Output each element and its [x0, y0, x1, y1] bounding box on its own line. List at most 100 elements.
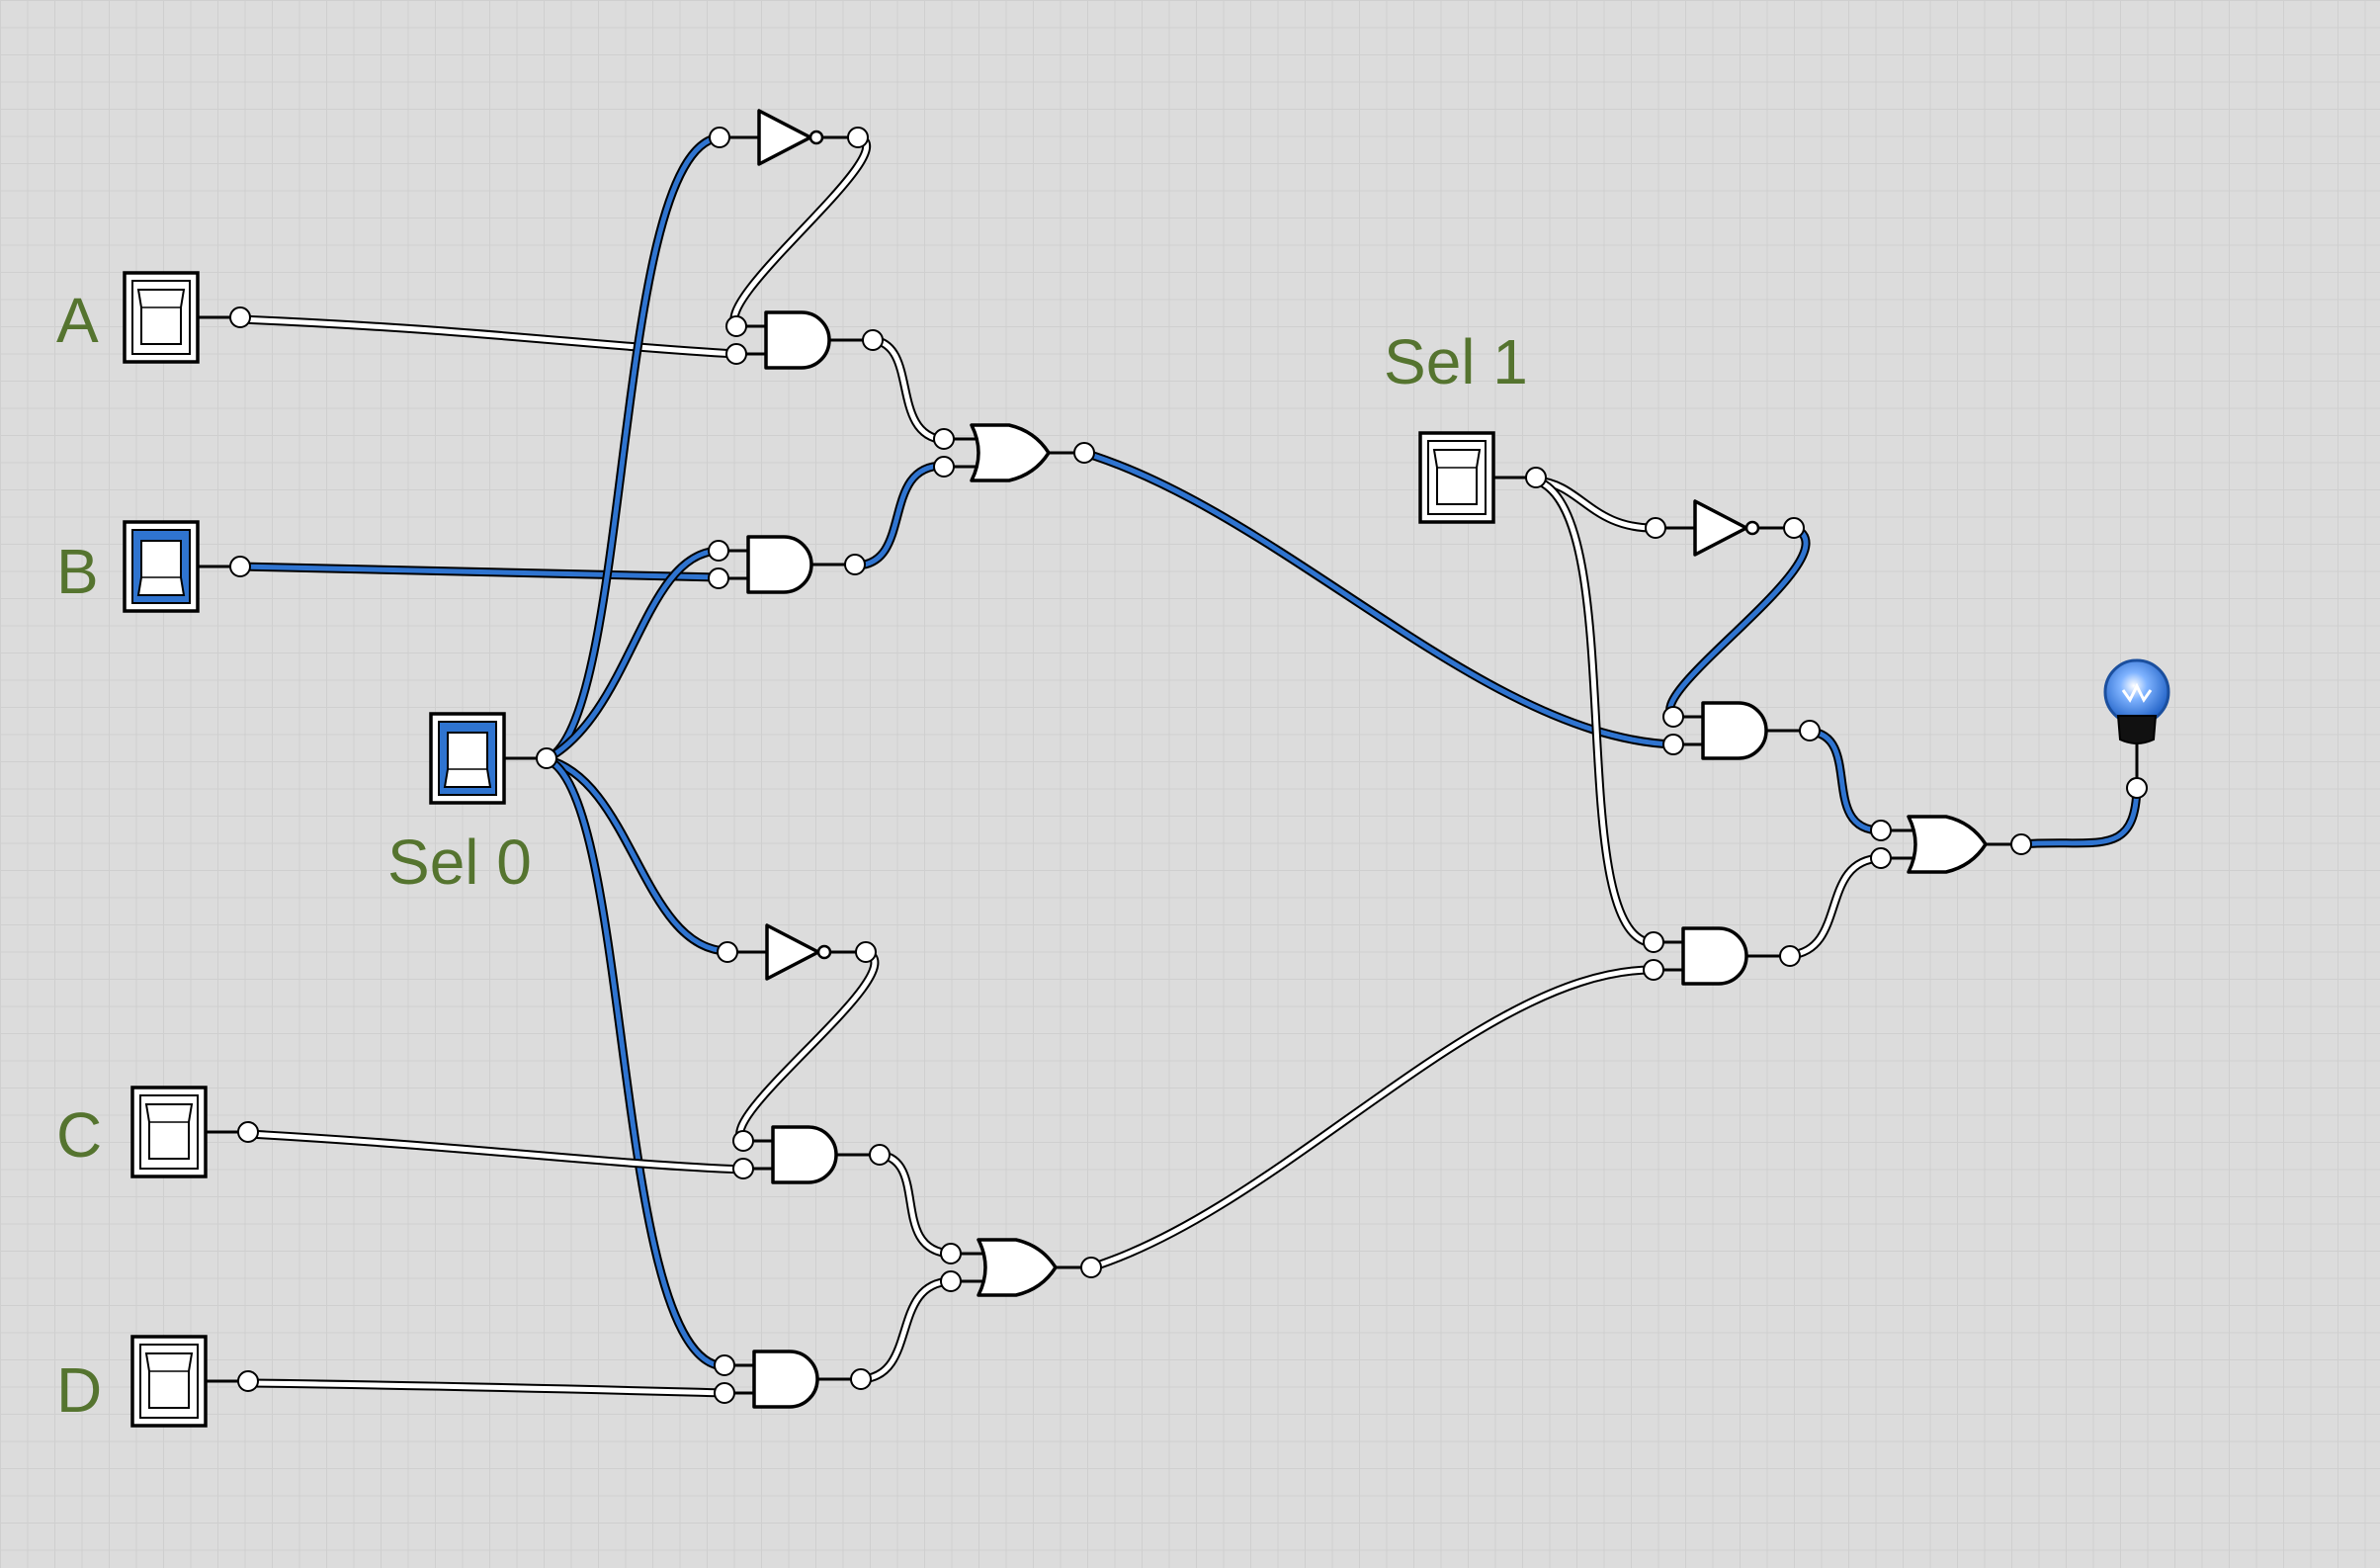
toggle-switch-icon: [130, 1335, 208, 1428]
output-pin: [869, 1144, 891, 1166]
and-gate-6[interactable]: [1643, 926, 1801, 986]
wire-and6-or3[interactable]: [1786, 853, 1886, 960]
not-gate-3[interactable]: [1645, 499, 1805, 557]
wire-a-and1[interactable]: [235, 314, 741, 359]
wire-not3-and5[interactable]: [1665, 523, 1811, 722]
and-body: [746, 535, 813, 594]
output-pin: [844, 554, 866, 575]
input-pin-top: [708, 540, 729, 562]
and-gate-4[interactable]: [714, 1350, 872, 1409]
switch-b[interactable]: [123, 520, 251, 613]
wire-sel0-not2[interactable]: [542, 754, 732, 956]
label-sel0: Sel 0: [387, 827, 532, 898]
toggle-switch-icon: [123, 271, 200, 364]
wire-sel1-and6[interactable]: [1532, 476, 1658, 948]
wire-and1-or1[interactable]: [869, 335, 949, 445]
output-pin: [1080, 1257, 1102, 1278]
input-pin-top: [933, 428, 955, 450]
input-pin-bottom: [940, 1270, 962, 1292]
switch-sel1[interactable]: [1418, 431, 1547, 524]
input-pin-bottom: [1870, 847, 1892, 869]
inverter-bubble: [816, 944, 832, 960]
output-pin: [1073, 442, 1095, 464]
or-gate-2[interactable]: [940, 1238, 1102, 1297]
output-pin: [1779, 945, 1801, 967]
output-pin: [862, 329, 884, 351]
wire-and5-or3[interactable]: [1806, 727, 1886, 835]
wire-or1-and5[interactable]: [1079, 448, 1678, 749]
output-pin: [1783, 517, 1805, 539]
wire-and4-or2[interactable]: [858, 1276, 956, 1384]
inverter-bubble: [808, 130, 824, 145]
not-gate-1[interactable]: [709, 109, 869, 166]
wire-c-and3[interactable]: [243, 1129, 748, 1175]
wire-or2-and6[interactable]: [1086, 965, 1658, 1272]
and-body: [752, 1350, 819, 1409]
label-d: D: [56, 1354, 102, 1426]
input-pin-top: [725, 315, 747, 337]
or-body: [1907, 815, 1988, 874]
and-gate-2[interactable]: [708, 535, 866, 594]
output-pin: [1799, 720, 1821, 741]
or-gate-3[interactable]: [1870, 815, 2032, 874]
or-body: [977, 1238, 1058, 1297]
input-pin-top: [732, 1130, 754, 1152]
wire-sel0-and4[interactable]: [542, 754, 729, 1371]
output-pin: [850, 1368, 872, 1390]
and-body: [764, 310, 831, 370]
and-gate-5[interactable]: [1662, 701, 1821, 760]
switch-d[interactable]: [130, 1335, 259, 1428]
input-pin-bottom: [732, 1158, 754, 1179]
switch-c[interactable]: [130, 1086, 259, 1178]
wire-not2-and3[interactable]: [735, 947, 880, 1146]
output-pin: [1525, 467, 1547, 488]
not-gate-2[interactable]: [717, 923, 877, 981]
label-b: B: [56, 536, 99, 607]
toggle-switch-icon: [429, 712, 506, 805]
wire-not1-and1[interactable]: [729, 132, 872, 331]
wire-and2-or1[interactable]: [852, 461, 949, 570]
input-pin-top: [1870, 820, 1892, 841]
wires: [235, 132, 2142, 1398]
label-c: C: [56, 1099, 102, 1171]
input-pin-bottom: [1643, 959, 1664, 981]
output-pin: [229, 556, 251, 577]
input-pin-bottom: [708, 567, 729, 589]
or-gate-1[interactable]: [933, 423, 1095, 482]
label-a: A: [56, 285, 99, 356]
light-bulb-icon: [2103, 658, 2170, 799]
bulb-glass: [2103, 658, 2170, 726]
toggle-switch-icon: [130, 1086, 208, 1178]
wire-sel1-not3[interactable]: [1532, 476, 1660, 533]
output-bulb[interactable]: [2103, 658, 2170, 799]
output-pin: [855, 941, 877, 963]
output-pin: [536, 747, 557, 769]
toggle-switch-icon: [1418, 431, 1495, 524]
or-body: [970, 423, 1051, 482]
input-pin-top: [1643, 931, 1664, 953]
wire-sel0-and2[interactable]: [542, 546, 723, 764]
not-body: [1693, 499, 1748, 557]
not-body: [757, 109, 812, 166]
input-pin-top: [714, 1354, 735, 1376]
output-pin: [237, 1370, 259, 1392]
wire-d-and4[interactable]: [243, 1378, 729, 1398]
output-pin: [2010, 833, 2032, 855]
bulb-base: [2116, 715, 2158, 744]
wire-and3-or2[interactable]: [876, 1150, 956, 1259]
and-gate-3[interactable]: [732, 1125, 891, 1184]
input-pin-top: [940, 1243, 962, 1264]
and-gate-1[interactable]: [725, 310, 884, 370]
inverter-bubble: [1744, 520, 1760, 536]
wire-or3-bulb[interactable]: [2015, 783, 2142, 849]
wire-b-and2[interactable]: [235, 562, 723, 582]
switch-sel0[interactable]: [429, 712, 557, 805]
wire-sel0-not1[interactable]: [542, 132, 724, 764]
switch-a[interactable]: [123, 271, 251, 364]
and-body: [1701, 701, 1768, 760]
input-pin-top: [1662, 706, 1684, 728]
toggle-switch-icon: [123, 520, 200, 613]
input-pin: [709, 127, 730, 148]
